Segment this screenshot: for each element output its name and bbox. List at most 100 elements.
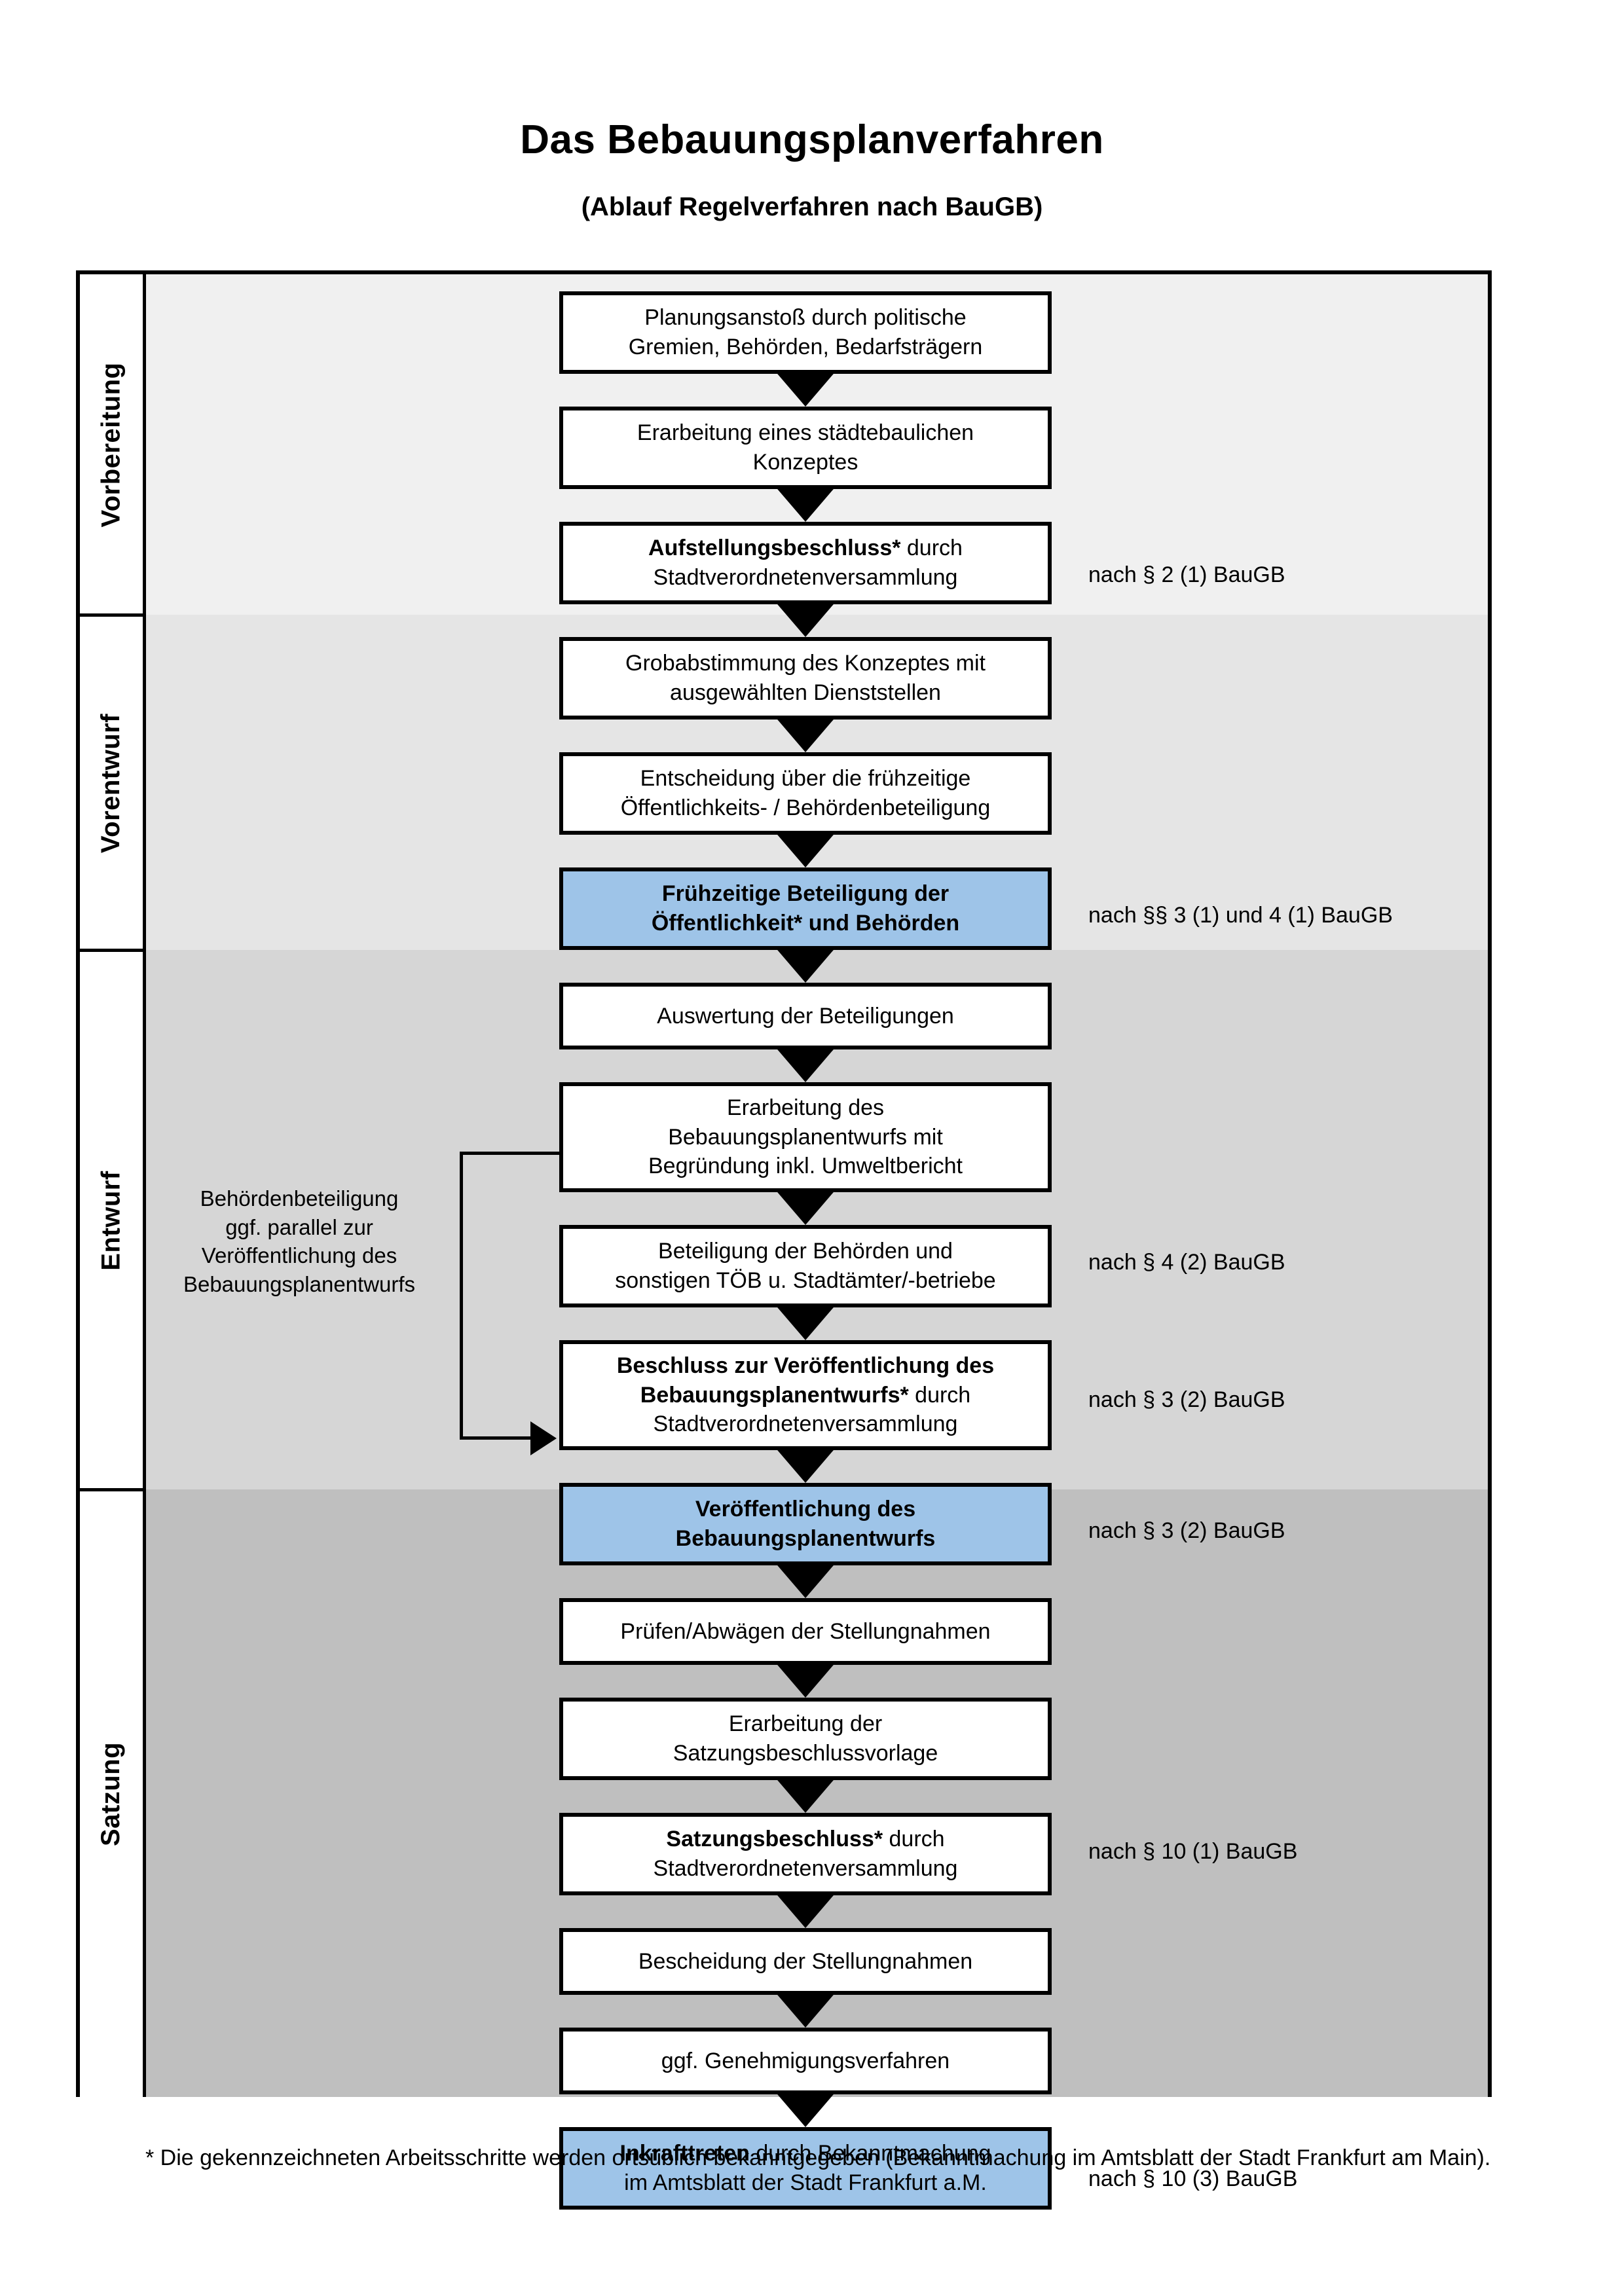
- step-line-1: Veröffentlichung des: [695, 1497, 916, 1522]
- legal-reference-par2-1: nach § 2 (1) BauGB: [1088, 562, 1285, 587]
- arrow-down-icon-4: [774, 716, 837, 752]
- arrow-down-icon-7: [774, 1046, 837, 1082]
- arrow-down-icon-14: [774, 1891, 837, 1928]
- step-line-1: Entscheidung über die frühzeitige: [640, 766, 971, 792]
- step-line-2: Stadtverordnetenversammlung: [653, 565, 958, 590]
- step-line-2: Bebauungsplanentwurfs mit: [668, 1124, 943, 1150]
- branch-connector-vertical: [460, 1152, 463, 1440]
- arrow-down-icon-16: [774, 2090, 837, 2127]
- step-line-1: durch: [883, 1827, 945, 1852]
- step-line-2: Stadtverordnetenversammlung: [653, 1412, 958, 1437]
- arrow-down-icon-13: [774, 1776, 837, 1813]
- legal-reference-par10-1: nach § 10 (1) BauGB: [1088, 1839, 1298, 1864]
- step-line-1: Grobabstimmung des Konzeptes mit: [625, 651, 986, 676]
- arrow-down-icon-10: [774, 1446, 837, 1483]
- legal-reference-par3-1-4-1: nach §§ 3 (1) und 4 (1) BauGB: [1088, 903, 1393, 928]
- step-box-planungsanstoss[interactable]: Planungsanstoß durch politische Gremien,…: [559, 291, 1052, 374]
- legal-reference-par4-2: nach § 4 (2) BauGB: [1088, 1250, 1285, 1275]
- page-subtitle: (Ablauf Regelverfahren nach BauGB): [581, 192, 1043, 222]
- section-label-satzung-text: Satzung: [96, 1741, 126, 1847]
- step-line-2: ausgewählten Dienststellen: [670, 680, 941, 705]
- step-line-1: Prüfen/Abwägen der Stellungnahmen: [620, 1618, 991, 1644]
- side-note-line-2: ggf. parallel zur: [225, 1214, 373, 1239]
- step-line-2: Öffentlichkeits- / Behördenbeteiligung: [620, 795, 991, 820]
- step-box-pruefen-abwaegen[interactable]: Prüfen/Abwägen der Stellungnahmen: [559, 1598, 1052, 1665]
- page-header: Das Bebauungsplanverfahren (Ablauf Regel…: [0, 117, 1624, 222]
- step-box-veroeffentlichung-bebauungsplanentwurf[interactable]: Veröffentlichung des Bebauungsplanentwur…: [559, 1483, 1052, 1565]
- section-label-vorentwurf: Vorentwurf: [80, 617, 143, 950]
- step-bold-prefix: Inkrafttreten: [619, 2141, 750, 2166]
- side-note-parallel-beteiligung: Behördenbeteiligung ggf. parallel zur Ve…: [158, 1184, 440, 1298]
- step-line-1: Erarbeitung des: [726, 1095, 885, 1120]
- arrow-down-icon-11: [774, 1561, 837, 1598]
- section-divider-1: [80, 613, 143, 617]
- step-line-2: Gremien, Behörden, Bedarfsträgern: [628, 335, 983, 359]
- section-label-vorbereitung: Vorbereitung: [80, 274, 143, 615]
- step-box-staedtebauliches-konzept[interactable]: Erarbeitung eines städtebaulichen Konzep…: [559, 407, 1052, 489]
- label-column-divider: [143, 274, 146, 2093]
- step-line-1: durch: [908, 1382, 971, 1408]
- step-box-beschluss-veroeffentlichung[interactable]: Beschluss zur Veröffentlichung des Bebau…: [559, 1340, 1052, 1450]
- branch-connector-top: [460, 1152, 564, 1155]
- step-box-grobabstimmung[interactable]: Grobabstimmung des Konzeptes mit ausgewä…: [559, 637, 1052, 720]
- step-line-2: Stadtverordnetenversammlung: [653, 1856, 958, 1881]
- side-note-line-1: Behördenbeteiligung: [200, 1186, 399, 1211]
- step-bold-prefix: Satzungsbeschluss*: [666, 1827, 883, 1852]
- step-line-1: Auswertung der Beteiligungen: [657, 1003, 954, 1029]
- step-box-erarbeitung-bebauungsplanentwurf[interactable]: Erarbeitung des Bebauungsplanentwurfs mi…: [559, 1082, 1052, 1192]
- page-title: Das Bebauungsplanverfahren: [520, 117, 1104, 162]
- step-line-2: im Amtsblatt der Stadt Frankfurt a.M.: [624, 2170, 987, 2195]
- arrow-down-icon-3: [774, 600, 837, 637]
- step-box-bescheidung-stellungnahmen[interactable]: Bescheidung der Stellungnahmen: [559, 1928, 1052, 1995]
- arrow-down-icon-15: [774, 1991, 837, 2028]
- step-line-1: Erarbeitung der: [728, 1711, 883, 1737]
- side-note-line-4: Bebauungsplanentwurfs: [183, 1271, 416, 1296]
- step-line-1: Beteiligung der Behörden und: [658, 1239, 953, 1264]
- flowchart-frame: Vorbereitung Vorentwurf Entwurf Satzung …: [76, 270, 1492, 2210]
- section-label-vorbereitung-text: Vorbereitung: [96, 362, 126, 527]
- legal-reference-par10-3: nach § 10 (3) BauGB: [1088, 2166, 1298, 2191]
- section-label-entwurf-text: Entwurf: [96, 1171, 126, 1271]
- branch-connector-bottom: [460, 1436, 530, 1440]
- step-box-satzungsbeschluss[interactable]: Satzungsbeschluss* durch Stadtverordnete…: [559, 1813, 1052, 1895]
- step-line-1: Bescheidung der Stellungnahmen: [638, 1948, 973, 1974]
- section-label-vorentwurf-text: Vorentwurf: [96, 713, 126, 854]
- step-line-2: Satzungsbeschlussvorlage: [673, 1741, 938, 1766]
- arrow-down-icon-5: [774, 831, 837, 867]
- arrow-down-icon-12: [774, 1661, 837, 1698]
- step-box-inkrafttreten[interactable]: Inkrafttreten durch Bekanntmachung im Am…: [559, 2127, 1052, 2210]
- branch-arrowhead-icon: [530, 1421, 557, 1455]
- step-line-1: Planungsanstoß durch politische: [644, 305, 967, 331]
- step-line-2: Konzeptes: [752, 450, 858, 475]
- step-box-aufstellungsbeschluss[interactable]: Aufstellungsbeschluss* durch Stadtverord…: [559, 522, 1052, 604]
- step-line-2: sonstigen TÖB u. Stadtämter/-betriebe: [615, 1268, 996, 1293]
- step-box-fruehzeitige-beteiligung[interactable]: Frühzeitige Beteiligung der Öffentlichke…: [559, 867, 1052, 950]
- arrow-down-icon-9: [774, 1303, 837, 1340]
- side-note-line-3: Veröffentlichung des: [201, 1243, 397, 1268]
- section-label-satzung: Satzung: [80, 1491, 143, 2097]
- legal-reference-par3-2-a: nach § 3 (2) BauGB: [1088, 1387, 1285, 1412]
- step-box-genehmigungsverfahren[interactable]: ggf. Genehmigungsverfahren: [559, 2028, 1052, 2094]
- step-line-2: Bebauungsplanentwurfs: [675, 1526, 936, 1551]
- arrow-down-icon-6: [774, 946, 837, 983]
- step-line-3: Begründung inkl. Umweltbericht: [648, 1154, 963, 1179]
- arrow-down-icon-2: [774, 485, 837, 522]
- step-line-1: Erarbeitung eines städtebaulichen: [637, 420, 974, 446]
- step-box-auswertung-beteiligungen[interactable]: Auswertung der Beteiligungen: [559, 983, 1052, 1049]
- footnote: * Die gekennzeichneten Arbeitsschritte w…: [145, 2145, 1491, 2170]
- step-line-2: Öffentlichkeit* und Behörden: [651, 911, 960, 936]
- step-line-1: durch: [900, 536, 963, 561]
- section-label-entwurf: Entwurf: [80, 952, 143, 1489]
- step-box-erarbeitung-satzungsbeschlussvorlage[interactable]: Erarbeitung der Satzungsbeschlussvorlage: [559, 1698, 1052, 1780]
- legal-reference-par3-2-b: nach § 3 (2) BauGB: [1088, 1518, 1285, 1543]
- step-bold-prefix: Beschluss zur Veröffentlichung des Bebau…: [616, 1353, 995, 1408]
- section-divider-3: [80, 1488, 143, 1491]
- step-line-1: Frühzeitige Beteiligung der: [661, 881, 950, 907]
- section-divider-2: [80, 949, 143, 952]
- step-line-1: durch Bekanntmachung: [749, 2141, 991, 2166]
- step-box-entscheidung-fruehzeitige-beteiligung[interactable]: Entscheidung über die frühzeitige Öffent…: [559, 752, 1052, 835]
- step-bold-prefix: Aufstellungsbeschluss*: [648, 536, 901, 561]
- step-box-beteiligung-behoerden-toeb[interactable]: Beteiligung der Behörden und sonstigen T…: [559, 1225, 1052, 1307]
- arrow-down-icon-8: [774, 1188, 837, 1225]
- arrow-down-icon-1: [774, 370, 837, 407]
